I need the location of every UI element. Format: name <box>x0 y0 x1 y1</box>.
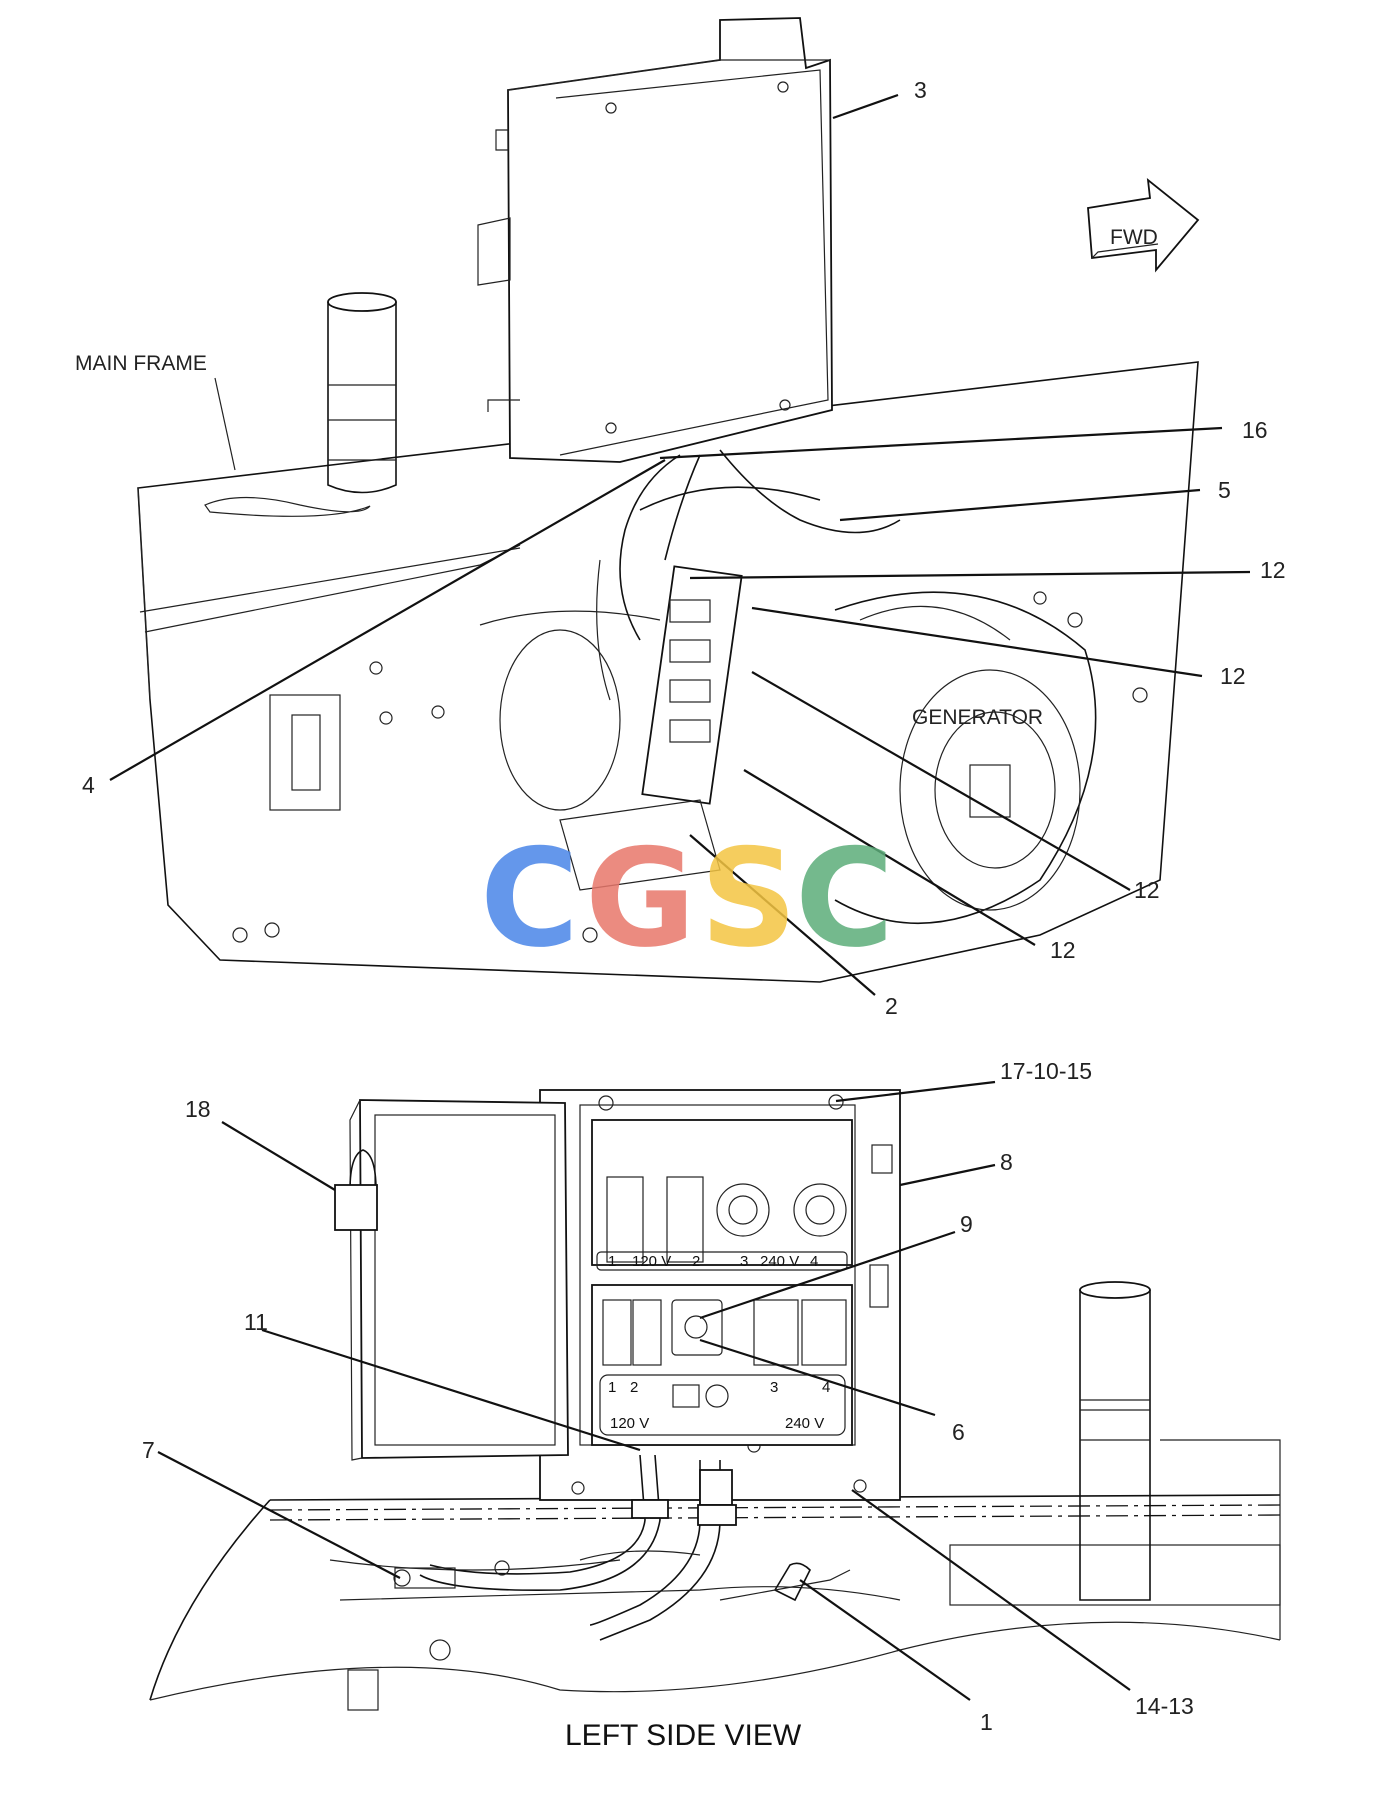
callout-8: 8 <box>1000 1149 1013 1175</box>
outlet-label-2: 2 <box>692 1253 700 1270</box>
view-caption: LEFT SIDE VIEW <box>565 1719 802 1752</box>
outlet-label-1: 1 <box>608 1253 616 1270</box>
breaker-label-120v: 120 V <box>610 1415 649 1432</box>
cables <box>347 1454 851 1711</box>
fwd-label: FWD <box>1110 226 1158 249</box>
callout-12b: 12 <box>1220 663 1246 689</box>
callout-18: 18 <box>185 1096 211 1122</box>
callout-12a: 12 <box>1260 557 1286 583</box>
callout-5: 5 <box>1218 477 1231 503</box>
callout-9: 9 <box>960 1211 973 1237</box>
outlet-label-240v: 240 V <box>760 1253 799 1270</box>
watermark-letter: C <box>480 820 579 977</box>
watermark-letter: S <box>700 820 797 977</box>
watermark-letter: C <box>795 820 894 977</box>
callout-7: 7 <box>142 1437 155 1463</box>
top-assembly: FWD MAIN FRAME GENERATOR <box>75 17 1286 1019</box>
callout-12d: 12 <box>1050 937 1076 963</box>
callout-1: 1 <box>980 1709 993 1735</box>
watermark-letter: G <box>585 820 696 977</box>
power-box: 1 120 V 2 3 240 V 4 1 2 120 V 3 4 240 V <box>539 1089 901 1501</box>
breaker-label-240v: 240 V <box>785 1415 824 1432</box>
callout-14-13: 14-13 <box>1135 1693 1194 1719</box>
outlet-label-3: 3 <box>740 1253 748 1270</box>
fwd-arrow: FWD <box>1087 177 1200 273</box>
generator-label: GENERATOR <box>912 706 1043 729</box>
outlet-label-4: 4 <box>810 1253 818 1270</box>
callout-16: 16 <box>1242 417 1268 443</box>
padlock <box>334 1149 378 1231</box>
callout-4: 4 <box>82 772 95 798</box>
control-box <box>477 17 833 463</box>
bottom-assembly: 1 120 V 2 3 240 V 4 1 2 120 V 3 4 240 V <box>142 1058 1281 1752</box>
callout-17-10-15: 17-10-15 <box>1000 1058 1092 1084</box>
callout-2: 2 <box>885 993 898 1019</box>
main-frame-label: MAIN FRAME <box>75 352 207 375</box>
generator: GENERATOR <box>479 591 1097 925</box>
box-door <box>349 1099 569 1461</box>
breaker-label-2: 2 <box>630 1379 638 1396</box>
callout-11: 11 <box>244 1309 268 1335</box>
callout-12c: 12 <box>1134 877 1160 903</box>
cylinder-right <box>1079 1281 1151 1601</box>
breaker-label-3: 3 <box>770 1379 778 1396</box>
callout-3: 3 <box>914 77 927 103</box>
breaker-label-4: 4 <box>822 1379 830 1396</box>
outlet-label-120v: 120 V <box>632 1253 671 1270</box>
harness <box>559 449 901 891</box>
cgsc-watermark: C G S C <box>480 820 894 977</box>
fuel-cylinder <box>327 292 397 494</box>
callout-6: 6 <box>952 1419 965 1445</box>
breaker-label-1: 1 <box>608 1379 616 1396</box>
